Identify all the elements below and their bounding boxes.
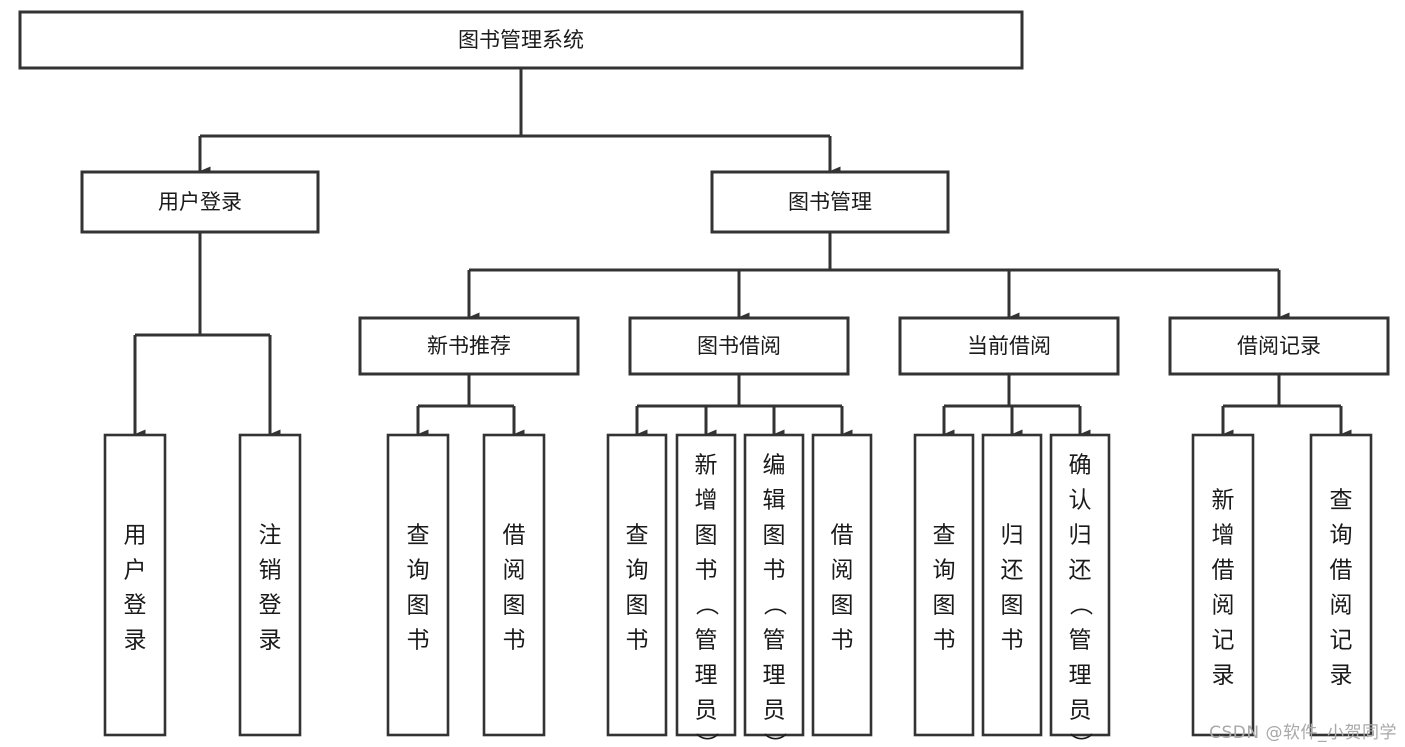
node-book-borrow[interactable]: 图书借阅 bbox=[628, 316, 850, 376]
connector-conn-bookmanage-to-level2 bbox=[467, 232, 1290, 322]
node-leaf-confirm-return-admin[interactable]: 确认归还（管理员） bbox=[1049, 433, 1111, 747]
node-layer: 图书管理系统用户登录图书管理新书推荐图书借阅当前借阅借阅记录用户登录注销登录查询… bbox=[18, 10, 1390, 747]
connector-conn-borrowrecords-to-leaves bbox=[1221, 374, 1352, 439]
node-leaf-return-book[interactable]: 归还图书 bbox=[981, 433, 1043, 737]
node-label: 借阅图书 bbox=[831, 522, 854, 653]
node-user-login[interactable]: 用户登录 bbox=[80, 170, 320, 234]
node-label: 查询图书 bbox=[407, 522, 430, 653]
node-borrow-records[interactable]: 借阅记录 bbox=[1168, 316, 1390, 376]
node-leaf-query-book-borrow[interactable]: 查询图书 bbox=[606, 433, 668, 737]
node-label: 新增图书（管理员） bbox=[695, 452, 720, 747]
node-label: 查询图书 bbox=[626, 522, 649, 653]
connector-conn-newbook-to-leaves bbox=[416, 374, 525, 439]
node-leaf-query-book-cur[interactable]: 查询图书 bbox=[913, 433, 975, 737]
node-label: 图书管理系统 bbox=[458, 28, 584, 52]
node-label: 用户登录 bbox=[158, 190, 242, 214]
node-label: 图书借阅 bbox=[697, 334, 781, 358]
node-new-book-recommend[interactable]: 新书推荐 bbox=[358, 316, 580, 376]
node-leaf-logout[interactable]: 注销登录 bbox=[238, 433, 302, 737]
node-label: 编辑图书（管理员） bbox=[763, 452, 788, 747]
node-label: 查询借阅记录 bbox=[1330, 487, 1353, 688]
connector-conn-bookborrow-to-leaves bbox=[635, 374, 853, 439]
connector-conn-userlogin-to-leaves bbox=[133, 232, 281, 439]
node-label: 查询图书 bbox=[933, 522, 956, 653]
node-root[interactable]: 图书管理系统 bbox=[18, 10, 1024, 70]
connector-conn-root-to-level1 bbox=[198, 68, 841, 176]
node-leaf-edit-book-admin[interactable]: 编辑图书（管理员） bbox=[743, 433, 805, 747]
connector-conn-currentborrow-to-leaves bbox=[942, 374, 1091, 439]
node-leaf-add-borrow-record[interactable]: 新增借阅记录 bbox=[1191, 433, 1255, 737]
connector-layer bbox=[133, 68, 1352, 439]
node-label: 新增借阅记录 bbox=[1212, 487, 1235, 688]
node-label: 图书管理 bbox=[788, 190, 872, 214]
node-leaf-user-login[interactable]: 用户登录 bbox=[103, 433, 167, 737]
node-label: 归还图书 bbox=[1001, 522, 1024, 653]
node-leaf-borrow-book-rec[interactable]: 借阅图书 bbox=[482, 433, 546, 737]
node-label: 新书推荐 bbox=[427, 334, 511, 358]
node-book-manage[interactable]: 图书管理 bbox=[710, 170, 950, 234]
node-label: 当前借阅 bbox=[967, 334, 1051, 358]
node-leaf-query-borrow-record[interactable]: 查询借阅记录 bbox=[1309, 433, 1373, 737]
node-label: 注销登录 bbox=[259, 522, 282, 653]
node-label: 借阅记录 bbox=[1237, 334, 1321, 358]
node-leaf-query-book-rec[interactable]: 查询图书 bbox=[386, 433, 450, 737]
node-label: 确认归还（管理员） bbox=[1069, 452, 1094, 747]
node-leaf-borrow-book[interactable]: 借阅图书 bbox=[811, 433, 873, 737]
node-label: 借阅图书 bbox=[503, 522, 526, 653]
node-current-borrow[interactable]: 当前借阅 bbox=[898, 316, 1120, 376]
node-leaf-add-book-admin[interactable]: 新增图书（管理员） bbox=[675, 433, 737, 747]
node-label: 用户登录 bbox=[124, 522, 147, 653]
